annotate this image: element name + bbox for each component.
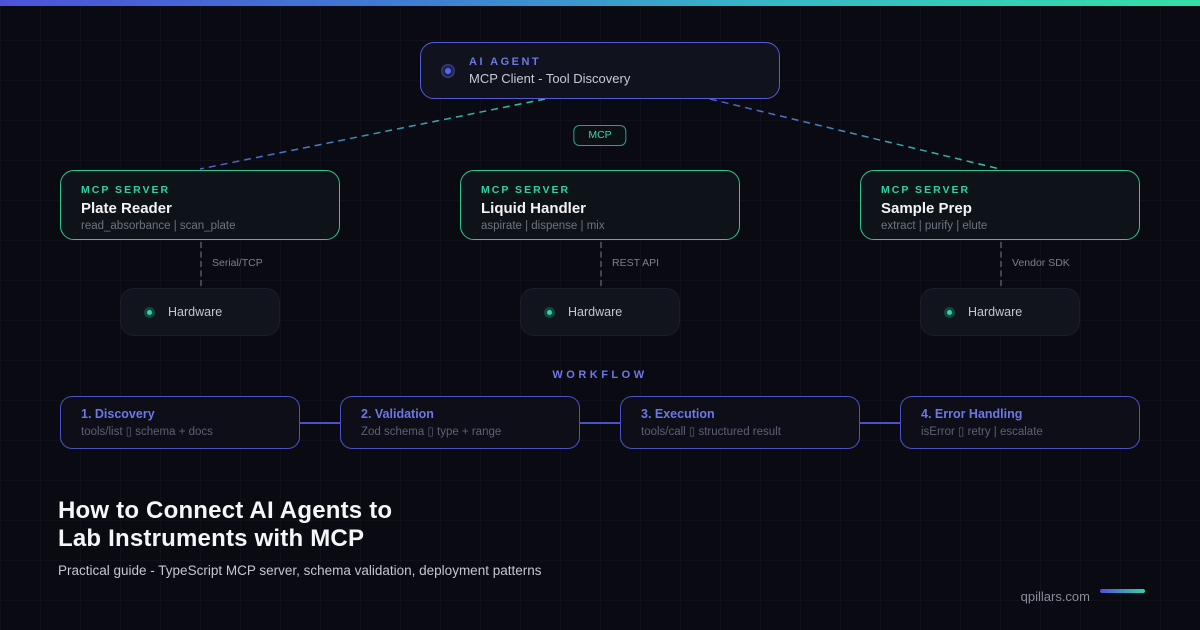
transport-connector: Vendor SDK [860,240,1140,288]
page-title-line1: How to Connect AI Agents to [58,497,393,524]
workflow-connector-line [300,421,340,424]
hardware-status-dot-icon [544,306,555,318]
workflow-step-error-handling: 4. Error Handling isError ▯ retry | esca… [900,396,1140,449]
agent-kicker: AI AGENT [469,55,542,68]
page-title-line2: Lab Instruments with MCP [58,525,365,552]
mcp-server-node: MCP SERVER Sample Prep extract | purify … [860,170,1140,240]
hardware-node: Hardware [920,288,1080,336]
hardware-label: Hardware [168,305,223,319]
workflow-step-execution: 3. Execution tools/call ▯ structured res… [620,396,860,449]
server-kicker: MCP SERVER [81,184,171,196]
server-column-sample-prep: MCP SERVER Sample Prep extract | purify … [860,170,1140,336]
server-column-plate-reader: MCP SERVER Plate Reader read_absorbance … [60,170,340,336]
workflow-step-title: 1. Discovery [81,407,155,421]
site-gradient-line [1100,589,1145,593]
mcp-server-node: MCP SERVER Liquid Handler aspirate | dis… [460,170,740,240]
site-url: qpillars.com [1020,589,1090,604]
workflow-row: 1. Discovery tools/list ▯ schema + docs … [60,396,1140,449]
top-gradient-bar [0,0,1200,6]
transport-label: REST API [612,257,660,269]
server-tools: aspirate | dispense | mix [481,220,605,232]
footer-text-block: How to Connect AI Agents to Lab Instrume… [58,497,541,578]
link-agent-sample-prep [709,98,1001,170]
transport-connector: REST API [460,240,740,288]
server-name: Liquid Handler [481,200,586,217]
workflow-step-detail: isError ▯ retry | escalate [921,426,1043,438]
server-kicker: MCP SERVER [481,184,571,196]
transport-label: Serial/TCP [212,257,263,269]
dashed-connector-line [200,242,202,286]
workflow-step-title: 3. Execution [641,407,715,421]
link-agent-plate-reader [199,98,546,170]
server-kicker: MCP SERVER [881,184,971,196]
hardware-status-dot-icon [144,306,155,318]
workflow-step-discovery: 1. Discovery tools/list ▯ schema + docs [60,396,300,449]
workflow-connector-line [580,421,620,424]
dashed-connector-line [600,242,602,286]
server-name: Sample Prep [881,200,972,217]
workflow-heading: WORKFLOW [552,369,648,381]
page-subtitle: Practical guide - TypeScript MCP server,… [58,563,542,578]
workflow-step-detail: tools/list ▯ schema + docs [81,426,213,438]
mcp-protocol-badge: MCP [573,125,627,146]
ai-agent-node: AI AGENT MCP Client - Tool Discovery [420,42,780,99]
hardware-status-dot-icon [944,306,955,318]
agent-text: AI AGENT MCP Client - Tool Discovery [469,55,630,87]
server-column-liquid-handler: MCP SERVER Liquid Handler aspirate | dis… [460,170,740,336]
workflow-step-validation: 2. Validation Zod schema ▯ type + range [340,396,580,449]
hardware-node: Hardware [120,288,280,336]
transport-connector: Serial/TCP [60,240,340,288]
server-tools: read_absorbance | scan_plate [81,220,236,232]
mcp-server-node: MCP SERVER Plate Reader read_absorbance … [60,170,340,240]
agent-status-dot-icon [441,63,455,78]
hardware-node: Hardware [520,288,680,336]
server-tools: extract | purify | elute [881,220,988,232]
server-name: Plate Reader [81,200,172,217]
transport-label: Vendor SDK [1012,257,1070,269]
workflow-step-detail: tools/call ▯ structured result [641,426,781,438]
workflow-step-detail: Zod schema ▯ type + range [361,426,502,438]
dashed-connector-line [1000,242,1002,286]
workflow-connector-line [860,421,900,424]
workflow-step-title: 2. Validation [361,407,434,421]
workflow-step-title: 4. Error Handling [921,407,1023,421]
agent-subtitle: MCP Client - Tool Discovery [469,70,631,86]
hardware-label: Hardware [568,305,623,319]
hardware-label: Hardware [968,305,1023,319]
